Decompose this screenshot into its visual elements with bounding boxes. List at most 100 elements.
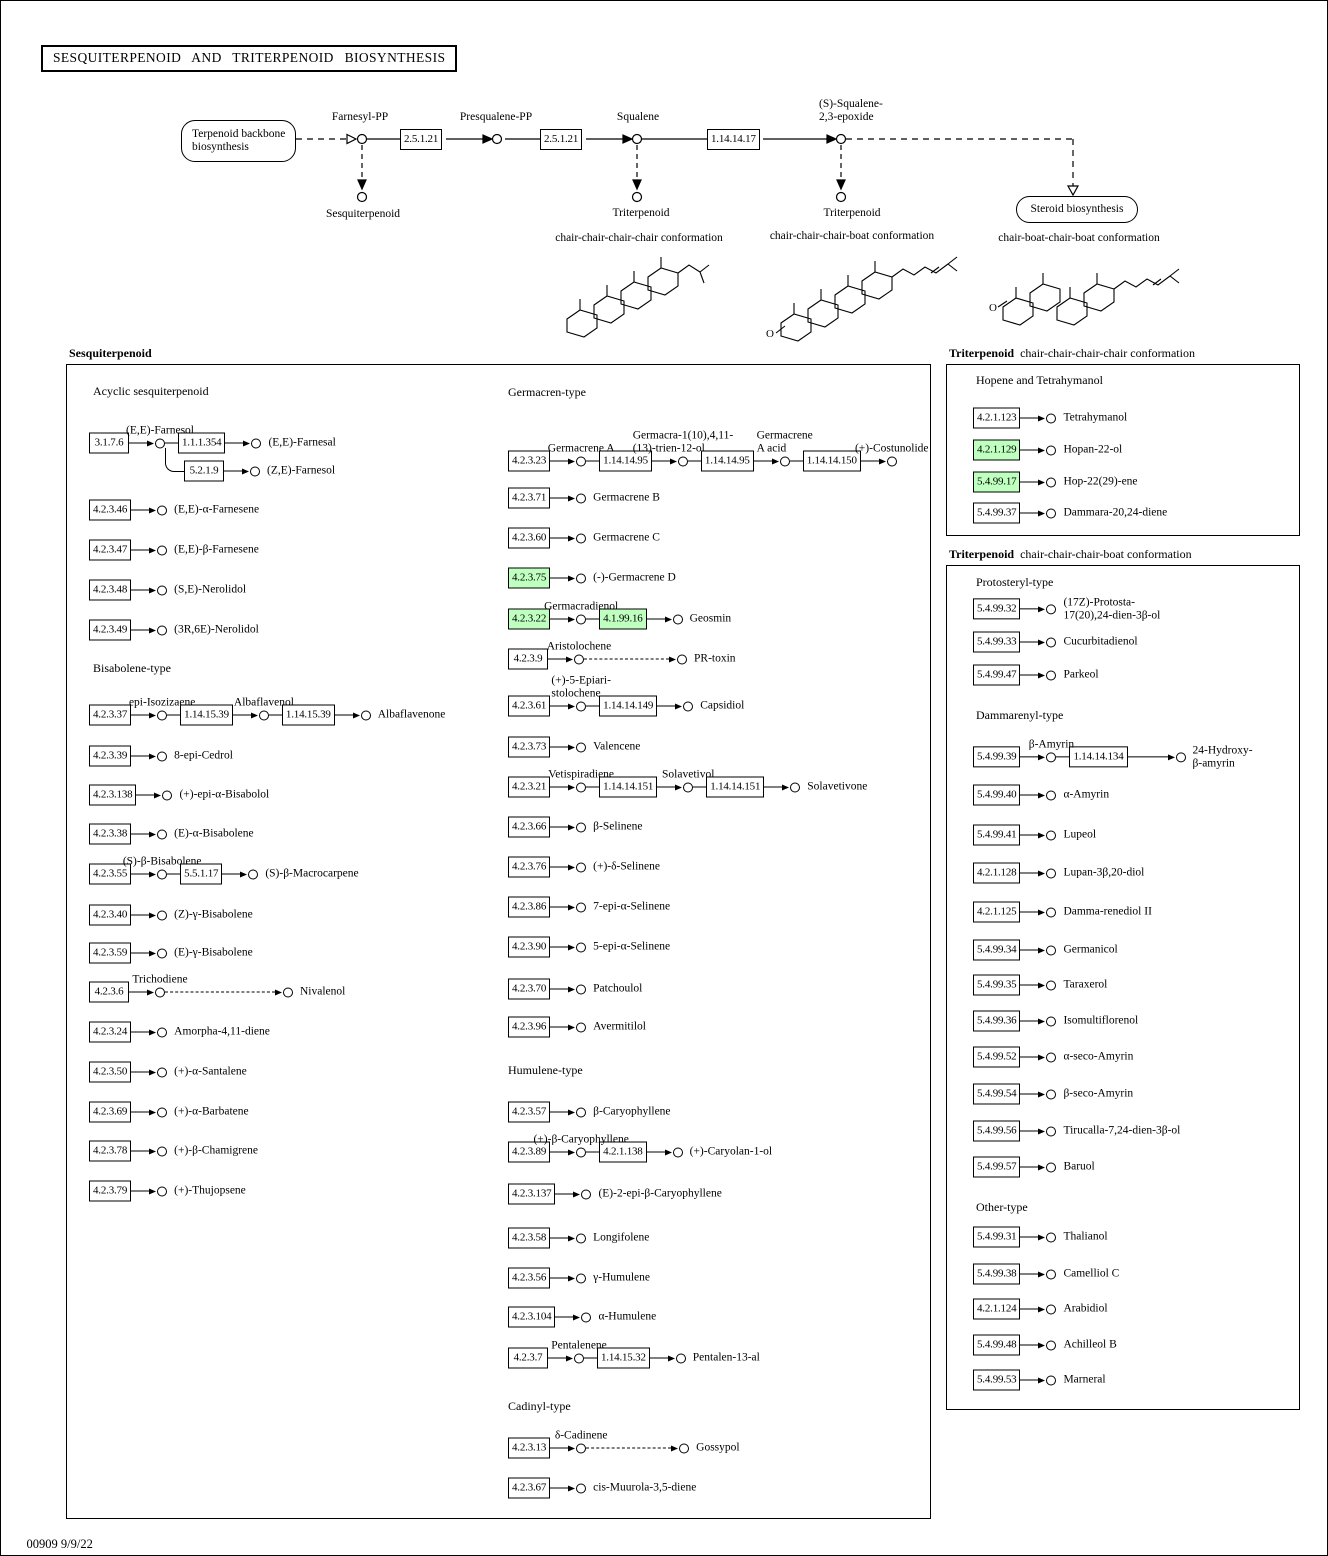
compound-circle[interactable]	[157, 1107, 168, 1117]
compound-circle[interactable]	[581, 1189, 592, 1199]
compound-circle[interactable]	[576, 984, 587, 994]
ec-5.4.99.41[interactable]: 5.4.99.41	[973, 824, 1021, 846]
ec-5.4.99.39[interactable]: 5.4.99.39	[973, 746, 1021, 768]
ec-5.4.99.34[interactable]: 5.4.99.34	[973, 939, 1021, 961]
compound-circle[interactable]	[1046, 445, 1057, 455]
ec-4.2.3.70[interactable]: 4.2.3.70	[508, 978, 551, 1000]
ec-5.4.99.38[interactable]: 5.4.99.38	[973, 1263, 1021, 1285]
ec-4.2.3.55[interactable]: 4.2.3.55	[89, 863, 132, 885]
compound-circle[interactable]	[576, 533, 587, 543]
ec-4.2.3.57[interactable]: 4.2.3.57	[508, 1101, 551, 1123]
compound-circle[interactable]	[576, 822, 587, 832]
ec-4.2.3.39[interactable]: 4.2.3.39	[89, 745, 132, 767]
ec-4.2.3.23[interactable]: 4.2.3.23	[508, 450, 551, 472]
compound-circle[interactable]	[1046, 1016, 1057, 1026]
ec-5.4.99.31[interactable]: 5.4.99.31	[973, 1226, 1021, 1248]
compound-circle[interactable]	[1046, 907, 1057, 917]
compound-circle[interactable]	[157, 869, 168, 879]
compound-circle[interactable]	[250, 466, 260, 476]
compound-circle[interactable]	[886, 456, 897, 466]
pathway-link-steroid-biosynthesis[interactable]: Steroid biosynthesis	[1016, 196, 1138, 223]
ec-4.2.3.96[interactable]: 4.2.3.96	[508, 1016, 551, 1038]
ec-4.2.1.124[interactable]: 4.2.1.124	[973, 1298, 1021, 1320]
compound-circle[interactable]	[1046, 604, 1057, 614]
ec-4.2.3.46[interactable]: 4.2.3.46	[89, 499, 132, 521]
ec-4.2.3.50[interactable]: 4.2.3.50	[89, 1061, 132, 1083]
ec-4.2.3.138[interactable]: 4.2.3.138	[89, 784, 137, 806]
compound-circle[interactable]	[1046, 670, 1057, 680]
ec-5.4.99.17[interactable]: 5.4.99.17	[973, 471, 1021, 493]
ec-2.5.1.21[interactable]: 2.5.1.21	[540, 129, 583, 150]
compound-circle[interactable]	[683, 782, 694, 792]
compound-circle[interactable]	[576, 493, 587, 503]
ec-4.2.3.40[interactable]: 4.2.3.40	[89, 904, 132, 926]
compound-circle[interactable]	[576, 1022, 587, 1032]
compound-circle[interactable]	[1046, 413, 1057, 423]
ec-4.2.1.129[interactable]: 4.2.1.129	[973, 439, 1021, 461]
compound-circle[interactable]	[1046, 868, 1057, 878]
compound-circle[interactable]	[576, 573, 587, 583]
compound-circle[interactable]	[157, 751, 168, 761]
ec-4.2.3.59[interactable]: 4.2.3.59	[89, 942, 132, 964]
ec-4.2.3.66[interactable]: 4.2.3.66	[508, 816, 551, 838]
ec-4.2.3.58[interactable]: 4.2.3.58	[508, 1227, 551, 1249]
compound-circle[interactable]	[157, 625, 168, 635]
compound-circle[interactable]	[576, 1233, 587, 1243]
ec-4.2.3.104[interactable]: 4.2.3.104	[508, 1306, 556, 1328]
ec-5.4.99.36[interactable]: 5.4.99.36	[973, 1010, 1021, 1032]
ec-4.2.1.128[interactable]: 4.2.1.128	[973, 862, 1021, 884]
ec-4.2.3.75[interactable]: 4.2.3.75	[508, 567, 551, 589]
compound-circle[interactable]	[576, 1483, 587, 1493]
ec-4.2.3.56[interactable]: 4.2.3.56	[508, 1267, 551, 1289]
ec-5.4.99.54[interactable]: 5.4.99.54	[973, 1083, 1021, 1105]
ec-5.4.99.33[interactable]: 5.4.99.33	[973, 631, 1021, 653]
ec-5.4.99.37[interactable]: 5.4.99.37	[973, 502, 1021, 524]
ec-4.2.3.79[interactable]: 4.2.3.79	[89, 1180, 132, 1202]
compound-circle[interactable]	[248, 869, 259, 879]
compound-circle[interactable]	[576, 701, 587, 711]
ec-1.14.14.151[interactable]: 1.14.14.151	[599, 776, 658, 798]
compound-circle[interactable]	[157, 1146, 168, 1156]
ec-1.14.14.95[interactable]: 1.14.14.95	[700, 450, 754, 472]
compound-circle[interactable]	[1046, 1089, 1057, 1099]
compound-circle[interactable]	[677, 456, 688, 466]
ec-4.2.3.71[interactable]: 4.2.3.71	[508, 487, 551, 509]
ec-4.2.3.13[interactable]: 4.2.3.13	[508, 1437, 551, 1459]
ec-4.2.3.37[interactable]: 4.2.3.37	[89, 704, 132, 726]
ec-3.1.7.6[interactable]: 3.1.7.6	[89, 432, 129, 454]
ec-4.2.3.22[interactable]: 4.2.3.22	[508, 608, 551, 630]
compound-circle[interactable]	[576, 1147, 587, 1157]
compound-circle[interactable]	[581, 1312, 592, 1322]
compound-circle[interactable]	[155, 987, 165, 997]
ec-1.14.14.17[interactable]: 1.14.14.17	[707, 129, 760, 150]
compound-circle[interactable]	[576, 862, 587, 872]
ec-5.4.99.48[interactable]: 5.4.99.48	[973, 1334, 1021, 1356]
compound-circle[interactable]	[576, 1273, 587, 1283]
compound-circle[interactable]	[1046, 1232, 1057, 1242]
ec-1.14.15.39[interactable]: 1.14.15.39	[281, 704, 335, 726]
ec-5.4.99.52[interactable]: 5.4.99.52	[973, 1046, 1021, 1068]
ec-4.2.1.125[interactable]: 4.2.1.125	[973, 901, 1021, 923]
compound-circle[interactable]	[162, 790, 173, 800]
compound-circle[interactable]	[157, 910, 168, 920]
ec-5.4.99.53[interactable]: 5.4.99.53	[973, 1369, 1021, 1391]
ec-4.2.3.69[interactable]: 4.2.3.69	[89, 1101, 132, 1123]
compound-circle[interactable]	[360, 710, 371, 720]
compound-circle[interactable]	[672, 1147, 683, 1157]
compound-circle[interactable]	[1046, 980, 1057, 990]
ec-5.4.99.35[interactable]: 5.4.99.35	[973, 974, 1021, 996]
compound-circle[interactable]	[576, 1443, 587, 1453]
ec-4.2.3.49[interactable]: 4.2.3.49	[89, 619, 132, 641]
compound-circle[interactable]	[1046, 1304, 1057, 1314]
ec-4.2.3.90[interactable]: 4.2.3.90	[508, 936, 551, 958]
compound-circle[interactable]	[157, 505, 168, 515]
compound-circle[interactable]	[1175, 752, 1186, 762]
ec-4.2.3.47[interactable]: 4.2.3.47	[89, 539, 132, 561]
compound-circle[interactable]	[1046, 477, 1057, 487]
compound-circle[interactable]	[1046, 1052, 1057, 1062]
ec-1.1.1.354[interactable]: 1.1.1.354	[178, 432, 226, 454]
compound-circle[interactable]	[679, 1443, 690, 1453]
compound-circle[interactable]	[1046, 830, 1057, 840]
compound-circle[interactable]	[1046, 945, 1057, 955]
ec-1.14.14.149[interactable]: 1.14.14.149	[599, 695, 658, 717]
